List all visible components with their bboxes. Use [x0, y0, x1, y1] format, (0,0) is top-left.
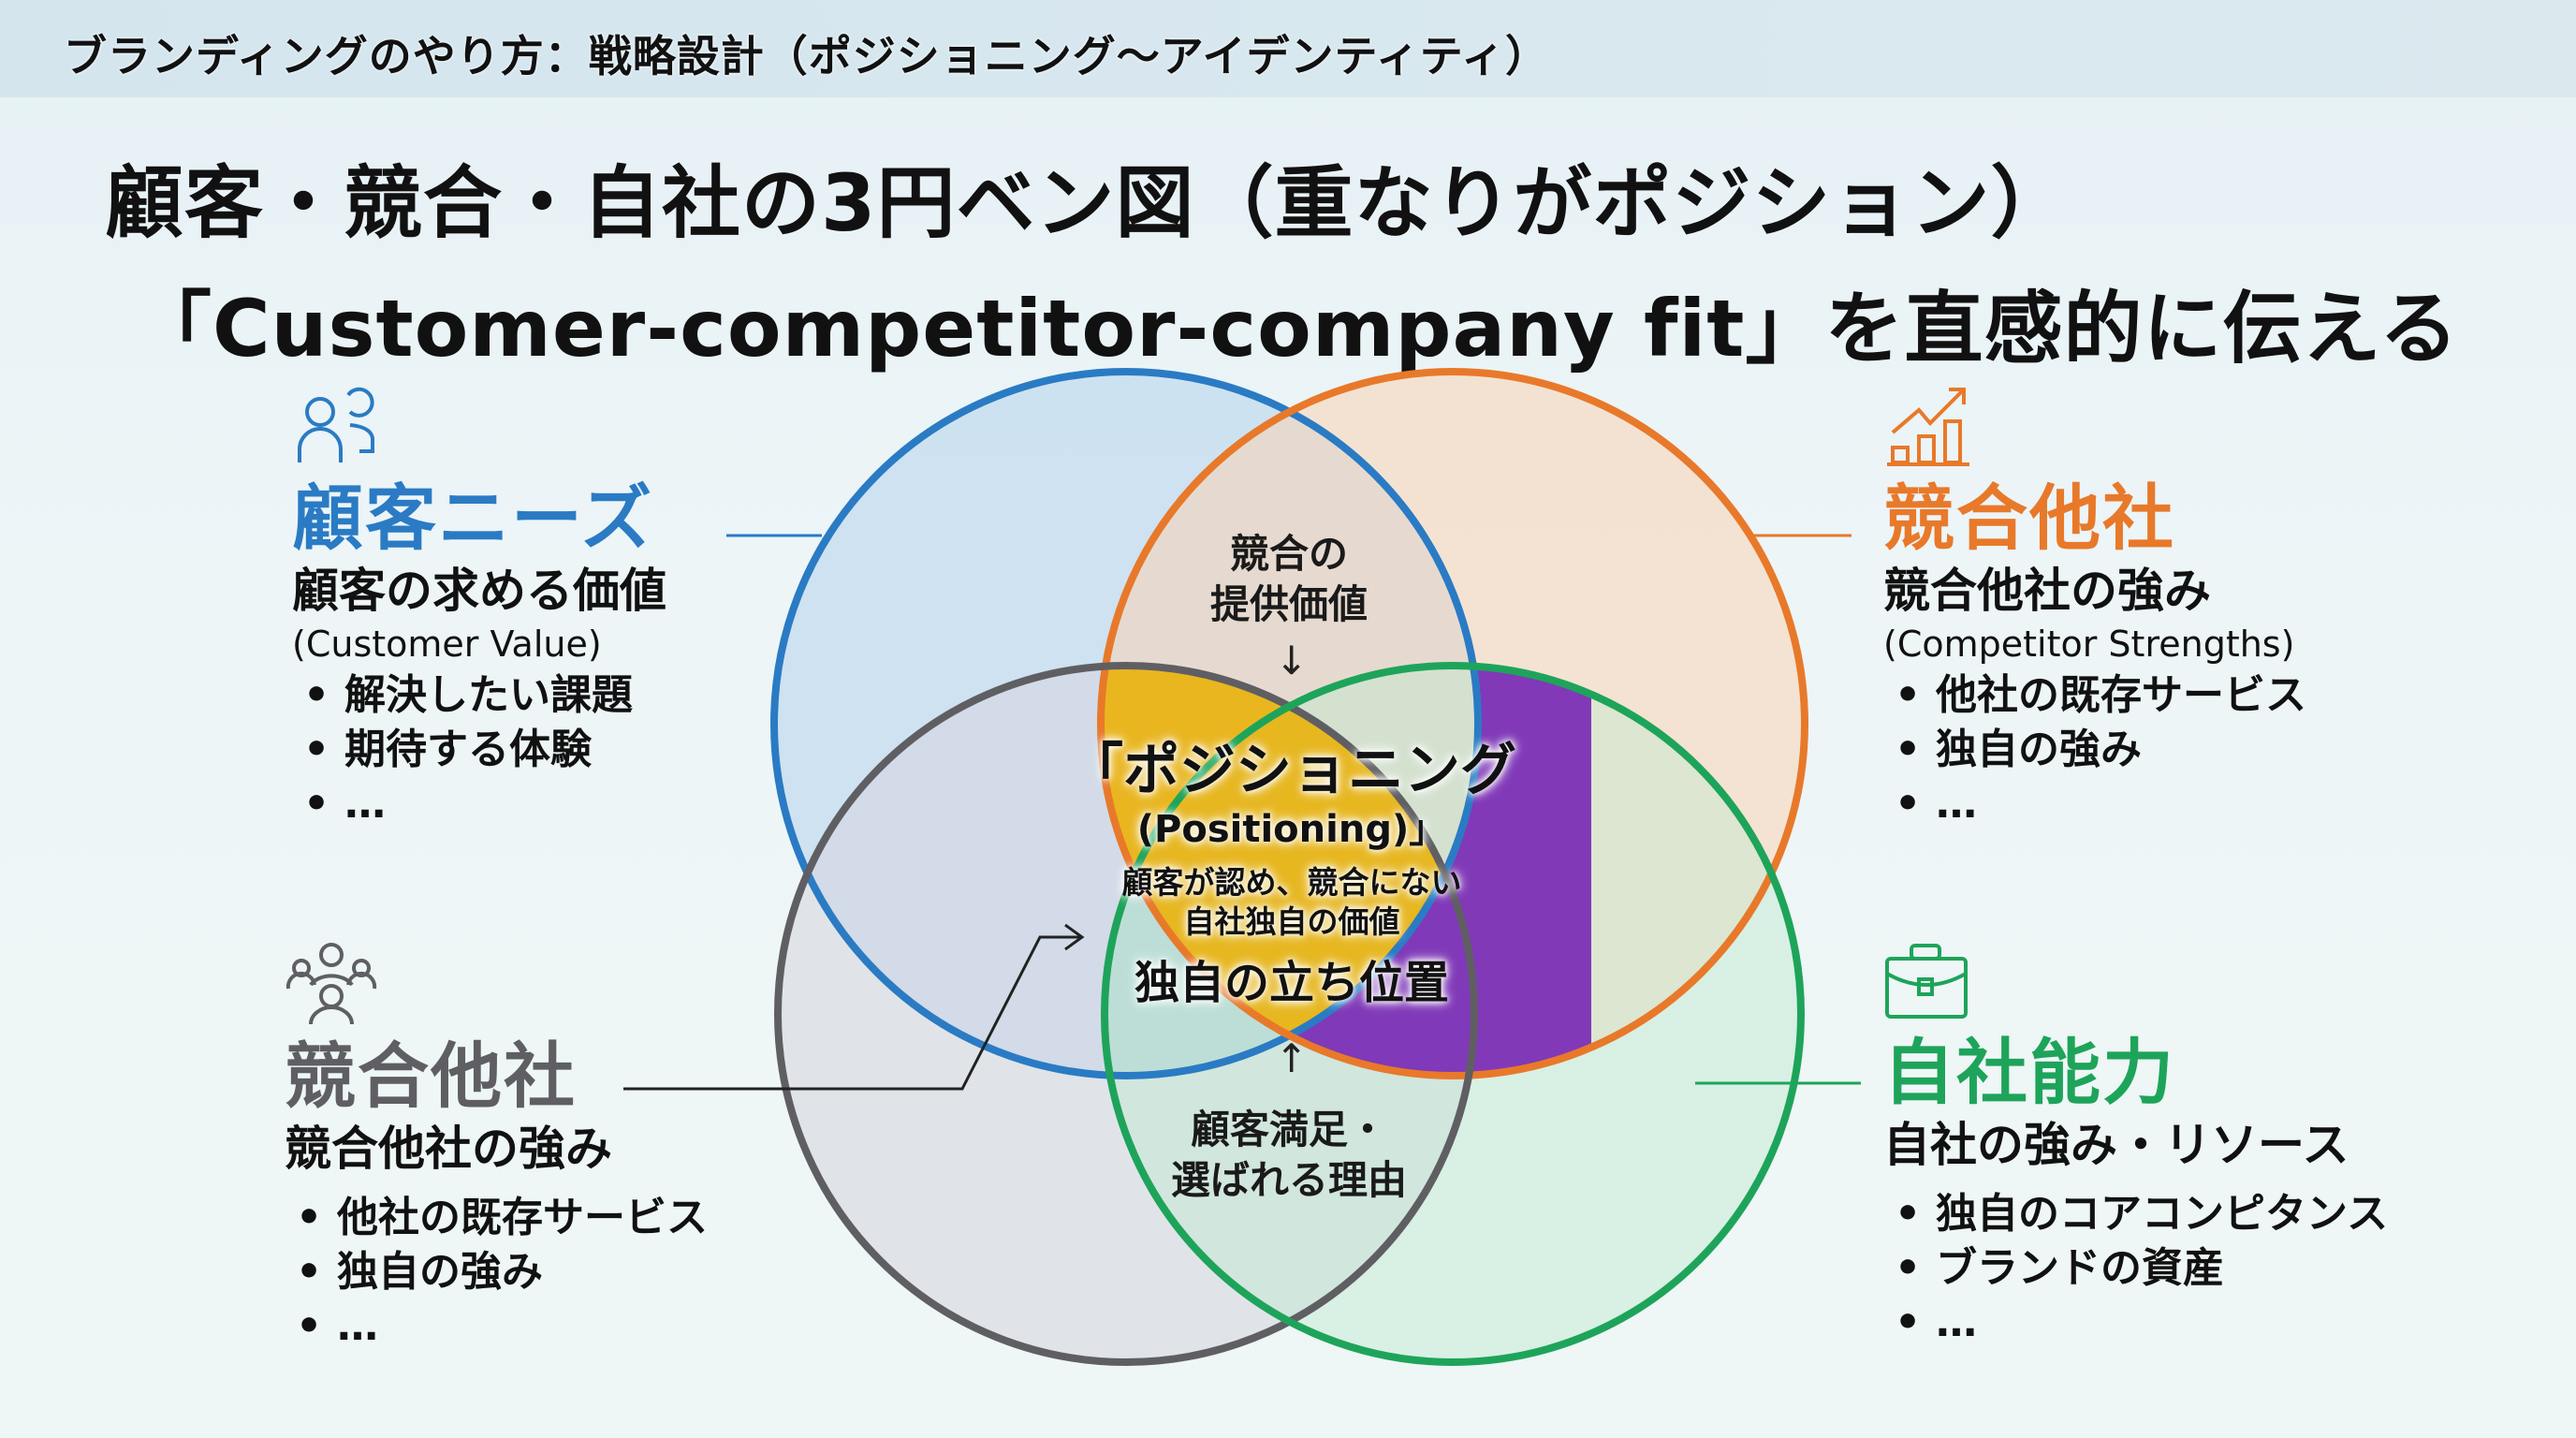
competitor-top-block: 競合他社 競合他社の強み (Competitor Strengths) •他社の…	[1883, 382, 2306, 831]
list-item: •ブランドの資産	[1894, 1244, 2224, 1292]
top-overlap-line1: 競合の	[1229, 531, 1348, 577]
competitor-bottom-bullets: •他社の既存サービス •独自の強み •…	[285, 1191, 708, 1354]
list-item: •独自のコアコンピタンス	[1894, 1190, 2389, 1238]
header-title: ブランディングのやり方：戦略設計（ポジショニング〜アイデンティティ）	[64, 31, 1549, 81]
positioning-desc-line2: 自社独自の価値	[1183, 903, 1400, 940]
company-heading: 自社能力	[1883, 1031, 2175, 1114]
competitor-orange-circle	[1097, 368, 1808, 1079]
main-title-line2: 「Customer-competitor-company fit」を直感的に伝え…	[133, 283, 2459, 374]
down-arrow-icon: ↓	[1275, 638, 1309, 683]
customer-bullets: •解決したい課題 •期待する体験 •…	[292, 668, 666, 831]
group-icon	[285, 943, 377, 1024]
competitor-bottom-subheading: 競合他社の強み	[285, 1122, 612, 1176]
list-item: •独自の強み	[295, 1248, 543, 1296]
bottom-overlap-line2: 選ばれる理由	[1170, 1157, 1407, 1203]
top-overlap-label: 競合の 提供価値	[1195, 529, 1383, 630]
users-icon	[298, 387, 374, 462]
up-arrow-icon: ↑	[1275, 1035, 1309, 1081]
company-subheading: 自社の強み・リソース	[1883, 1118, 2349, 1172]
company-block: 自社能力 自社の強み・リソース •独自のコアコンピタンス •ブランドの資産 •…	[1883, 942, 2388, 1350]
main-title-line1: 顧客・競合・自社の3円ベン図（重なりがポジション）	[105, 157, 2071, 249]
growth-chart-icon	[1887, 388, 1969, 466]
competitor-bottom-heading: 競合他社	[285, 1034, 577, 1118]
customer-english: (Customer Value)	[292, 624, 602, 665]
list-item: •…	[302, 780, 386, 828]
main-title: 顧客・競合・自社の3円ベン図（重なりがポジション） 「Customer-comp…	[105, 140, 2459, 391]
list-item: •独自の強み	[1894, 726, 2142, 773]
leader-arrowhead-icon	[1064, 923, 1085, 951]
competitor-top-bullets: •他社の既存サービス •独自の強み •…	[1883, 668, 2306, 831]
customer-subheading: 顧客の求める価値	[292, 564, 666, 618]
positioning-tag: 独自の立ち位置	[1134, 957, 1449, 1009]
competitor-gray-circle	[774, 662, 1478, 1366]
company-circle	[1101, 662, 1805, 1366]
positioning-desc: 顧客が認め、競合にない 自社独自の価値	[1076, 863, 1507, 942]
competitor-top-heading: 競合他社	[1883, 477, 2175, 560]
positioning-en: (Positioning)」	[1136, 808, 1447, 851]
top-overlap-line2: 提供価値	[1209, 581, 1368, 627]
competitor-leader-arrow	[623, 935, 1081, 1091]
competitor-bottom-block: 競合他社 競合他社の強み •他社の既存サービス •独自の強み •…	[285, 940, 708, 1354]
list-item: •…	[295, 1302, 378, 1350]
competitor-top-english: (Competitor Strengths)	[1883, 624, 2295, 665]
list-item: •他社の既存サービス	[295, 1194, 708, 1241]
list-item: •…	[1894, 1299, 1977, 1346]
list-item: •期待する体験	[302, 726, 592, 773]
list-item: •…	[1894, 780, 1977, 828]
customer-heading: 顧客ニーズ	[292, 477, 654, 560]
bottom-overlap-label: 顧客満足・ 選ばれる理由	[1139, 1105, 1439, 1206]
list-item: •解決したい課題	[302, 671, 633, 719]
customer-circle	[770, 368, 1482, 1079]
customer-block: 顧客ニーズ 顧客の求める価値 (Customer Value) •解決したい課題…	[292, 384, 666, 831]
header-bar	[0, 0, 2576, 97]
list-item: •他社の既存サービス	[1894, 671, 2306, 719]
company-bullets: •独自のコアコンピタンス •ブランドの資産 •…	[1883, 1187, 2388, 1350]
positioning-desc-line1: 顧客が認め、競合にない	[1121, 864, 1462, 901]
briefcase-icon	[1885, 944, 1968, 1019]
bottom-overlap-line1: 顧客満足・	[1190, 1107, 1387, 1152]
competitor-top-subheading: 競合他社の強み	[1883, 564, 2211, 618]
positioning-title: 「ポジショニング	[1067, 738, 1516, 803]
